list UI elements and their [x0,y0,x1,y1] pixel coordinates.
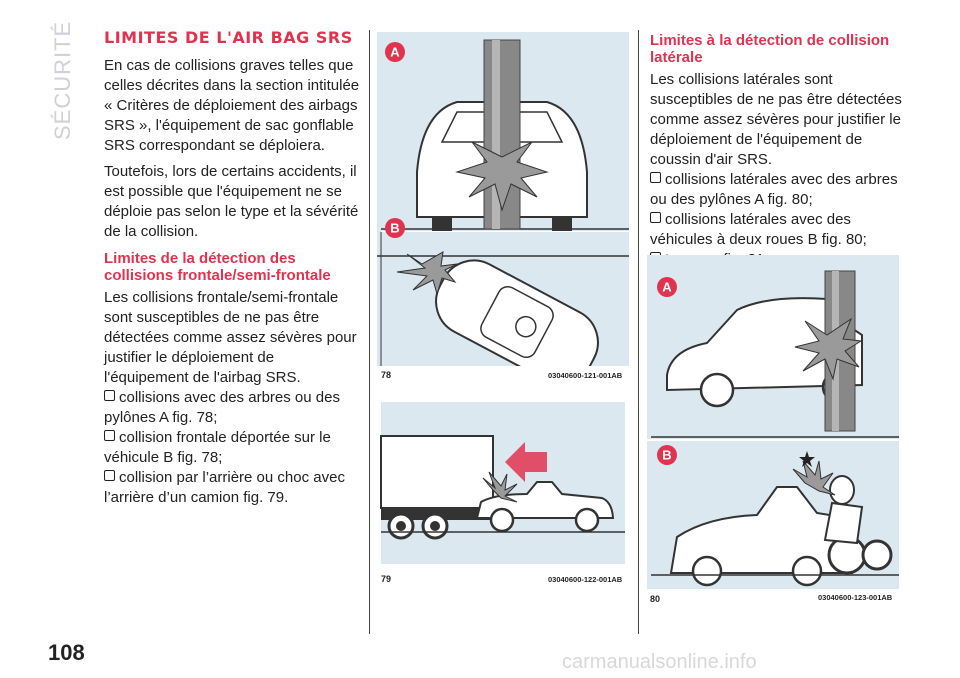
checkbox-bullet-icon [104,390,115,401]
badge-a: A [385,42,405,62]
figure-80-illustration [647,270,899,587]
badge-a: A [657,277,677,297]
figure-number: 79 [381,574,392,584]
paragraph: En cas de collisions graves telles que c… [104,57,360,154]
figure-code: 03040600-121-001AB [548,371,623,380]
bullet-item: collision par l’arrière ou choc avec l’a… [104,469,345,506]
watermark: carmanualsonline.info [562,651,757,673]
bullet-item: collisions latérales avec des arbres ou … [650,171,898,208]
checkbox-bullet-icon [650,212,661,223]
section-title: LIMITES DE L'AIR BAG SRS [104,28,353,47]
figure-78: A B [377,32,629,385]
figure-code: 03040600-122-001AB [548,575,623,584]
figure-79 [377,398,629,568]
column-divider [638,30,639,634]
paragraph: Les collisions frontale/semi-frontale so… [104,289,357,386]
figure-number: 80 [650,594,661,604]
side-tab-label: SÉCURITÉ [50,20,75,140]
bullet-item: collisions latérales avec des véhicules … [650,211,867,248]
figure-78-illustration [377,39,629,385]
bullet-item: collisions avec des arbres ou des pylône… [104,389,340,426]
figure-code: 03040600-123-001AB [818,593,893,602]
figure-80: A B [647,255,899,589]
svg-text:A: A [390,45,400,60]
badge-b: B [657,445,677,465]
svg-text:A: A [662,280,672,295]
paragraph: Les collisions latérales sont susceptibl… [650,71,902,168]
subsection-title: Limites à la détection de collision laté… [650,32,890,66]
checkbox-bullet-icon [104,430,115,441]
badge-b: B [385,218,405,238]
checkbox-bullet-icon [104,470,115,481]
bullet-item: collision frontale déportée sur le véhic… [104,429,331,466]
paragraph: Toutefois, lors de certains accidents, i… [104,163,359,240]
side-section-tab: SÉCURITÉ [50,21,80,150]
svg-text:B: B [662,448,671,463]
column-divider [369,30,370,634]
figure-79-illustration [377,398,629,568]
left-column: LIMITES DE L'AIR BAG SRS En cas de colli… [104,30,362,508]
figure-number: 78 [381,370,392,380]
subsection-title: Limites de la détection des collisions f… [104,250,331,284]
svg-text:B: B [390,221,399,236]
page-number: 108 [48,640,85,665]
right-column: Limites à la détection de collision laté… [650,30,902,270]
checkbox-bullet-icon [650,172,661,183]
